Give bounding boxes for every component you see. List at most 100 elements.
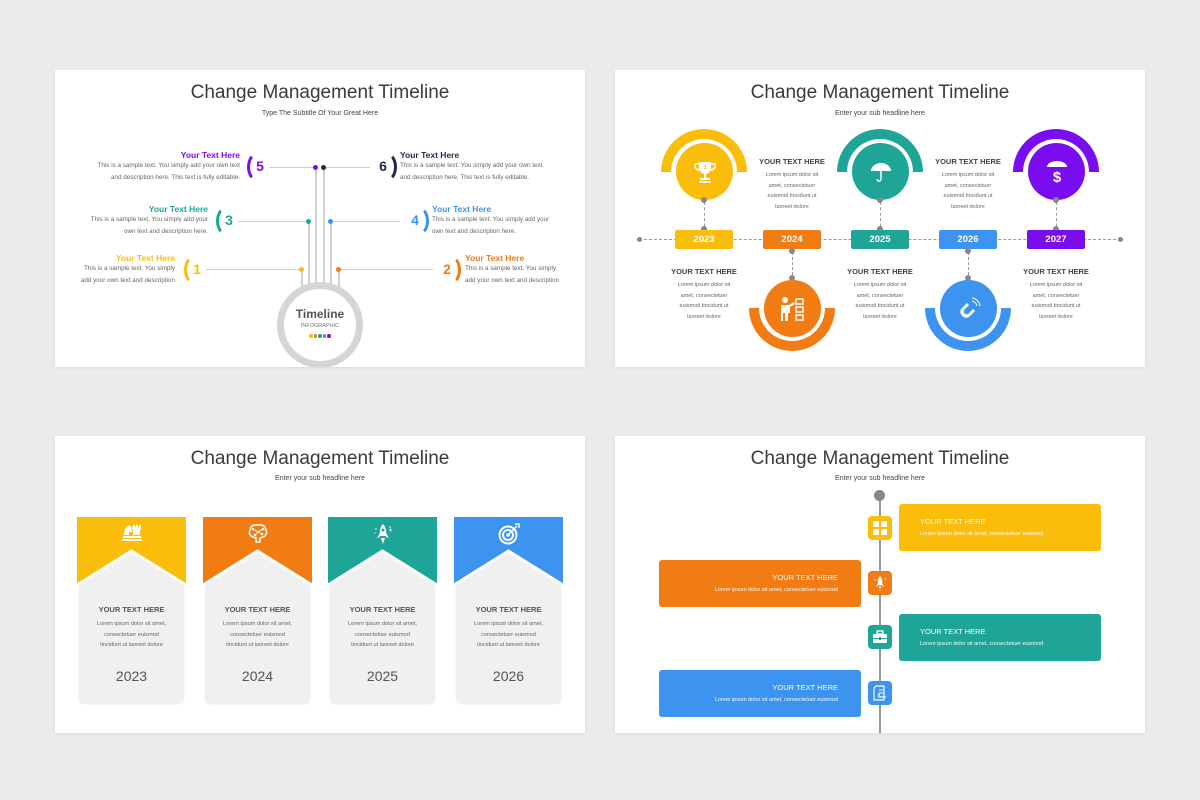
desc-line: euismod tincidunt ut <box>767 193 817 199</box>
axis-start-dot <box>874 490 885 501</box>
timeline-step-1[interactable]: YOUR TEXT HERE Lorem ipsum dolor sit ame… <box>899 504 1101 551</box>
connector-line <box>330 221 400 222</box>
desc-line: amet, consectetuer <box>1032 292 1080 299</box>
slide-title: Change Management Timeline <box>750 448 1010 469</box>
slide-3-card-timeline[interactable]: Change Management Timeline Enter your su… <box>55 436 585 733</box>
vertical-axis <box>879 496 881 733</box>
connector-dash <box>792 252 793 280</box>
timeline-step-4[interactable]: YOUR TEXT HERE Lorem ipsum dolor sit ame… <box>659 670 861 717</box>
card-desc: Lorem ipsum dolor sit amet, consectetuer… <box>83 619 180 651</box>
card-shape <box>77 517 186 706</box>
bracket-2 <box>439 255 461 285</box>
card-heading: YOUR TEXT HERE <box>475 605 542 614</box>
desc-line: consectetuer euismod <box>230 631 285 638</box>
bracket-4 <box>407 206 429 236</box>
connector-dash <box>704 202 705 232</box>
desc-line: consectetuer euismod <box>355 631 410 638</box>
axis-end-dot <box>1118 237 1123 242</box>
year-card-2025[interactable]: YOUR TEXT HERE Lorem ipsum dolor sit ame… <box>328 517 437 706</box>
connector-dot <box>1053 197 1059 203</box>
milestone-heading: YOUR TEXT HERE <box>847 267 913 276</box>
year-badge-2026[interactable]: 2026 <box>939 230 997 249</box>
step-heading: YOUR TEXT HERE <box>920 517 986 526</box>
year-badge-2027[interactable]: 2027 <box>1027 230 1085 249</box>
slide-2-milestone-timeline[interactable]: Change Management Timeline Enter your su… <box>615 70 1145 367</box>
umbrella-icon <box>870 162 891 182</box>
item-heading: Your Text Here <box>400 150 460 160</box>
connector-line <box>206 269 302 270</box>
chess-icon <box>77 523 186 546</box>
timeline-step-3[interactable]: YOUR TEXT HERE Lorem ipsum dolor sit ame… <box>899 614 1101 661</box>
milestone-circle-2025 <box>852 143 909 200</box>
color-dots <box>284 334 356 338</box>
item-desc-line: This is a sample text. You simply <box>465 265 556 272</box>
connector-dot <box>877 197 883 203</box>
connector-dot <box>789 275 795 281</box>
card-desc: Lorem ipsum dolor sit amet, consectetuer… <box>460 619 557 651</box>
umbrella-dollar-icon: $ <box>1046 160 1067 185</box>
slide-1-radial-timeline[interactable]: Change Management Timeline Type The Subt… <box>55 70 585 367</box>
desc-line: tincidunt ut laoreet dolore <box>477 642 540 648</box>
step-desc: Lorem ipsum dolor sit amet, consectetuer… <box>714 587 838 593</box>
slide-4-vertical-timeline[interactable]: Change Management Timeline Enter your su… <box>615 436 1145 733</box>
connector-dot <box>789 248 795 254</box>
svg-text:1: 1 <box>703 165 707 171</box>
node-dot-2 <box>336 267 341 272</box>
desc-line: Lorem ipsum dolor sit <box>765 172 819 178</box>
connector-line <box>269 167 316 168</box>
rocket-icon <box>328 523 437 550</box>
desc-line: Lorem ipsum dolor sit amet, <box>473 621 543 627</box>
desc-line: laoreet dolore <box>863 313 897 320</box>
connector-dot <box>701 226 707 232</box>
card-heading: YOUR TEXT HERE <box>98 605 165 614</box>
timeline-item-4[interactable]: Your Text Here This is a sample text. Yo… <box>432 204 582 238</box>
slide-subtitle: Enter your sub headline here <box>835 110 925 117</box>
card-shape <box>454 517 563 706</box>
milestone-circle-2024 <box>764 280 821 337</box>
connector-dot <box>1053 226 1059 232</box>
rocket-icon <box>868 571 892 595</box>
connector-dash <box>968 252 969 280</box>
desc-line: tincidunt ut laoreet dolore <box>351 642 414 648</box>
year-card-2026[interactable]: YOUR TEXT HERE Lorem ipsum dolor sit ame… <box>454 517 563 706</box>
year-card-2024[interactable]: YOUR TEXT HERE Lorem ipsum dolor sit ame… <box>203 517 312 706</box>
connector-dot <box>877 226 883 232</box>
slide-subtitle: Enter your sub headline here <box>275 475 365 482</box>
timeline-item-2[interactable]: Your Text Here This is a sample text. Yo… <box>465 253 585 287</box>
milestone-heading: YOUR TEXT HERE <box>671 267 737 276</box>
bracket-3 <box>216 206 238 236</box>
item-heading: Your Text Here <box>465 253 525 263</box>
svg-text:$: $ <box>878 694 881 700</box>
timeline-item-6[interactable]: Your Text Here This is a sample text. Yo… <box>400 150 585 184</box>
year-badge-2024[interactable]: 2024 <box>763 230 821 249</box>
desc-line: amet, consectetuer <box>944 182 992 189</box>
desc-line: Lorem ipsum dolor sit <box>1029 282 1083 288</box>
item-number: 2 <box>443 261 451 277</box>
desc-line: Lorem ipsum dolor sit <box>677 282 731 288</box>
step-heading: YOUR TEXT HERE <box>772 683 838 692</box>
year-badge-2023[interactable]: 2023 <box>675 230 733 249</box>
desc-line: tincidunt ut laoreet dolore <box>226 642 289 648</box>
year-card-2023[interactable]: YOUR TEXT HERE Lorem ipsum dolor sit ame… <box>77 517 186 706</box>
node-dot-3 <box>306 219 311 224</box>
ring-title: Timeline <box>295 307 345 321</box>
node-dot-6 <box>321 165 326 170</box>
milestone-text-2024: YOUR TEXT HERE Lorem ipsum dolor sit ame… <box>754 157 830 212</box>
item-desc-line: add your own text and description <box>80 277 175 284</box>
timeline-item-1[interactable]: Your Text Here This is a sample text. Yo… <box>55 253 175 287</box>
milestone-heading: YOUR TEXT HERE <box>1023 267 1089 276</box>
timeline-step-2[interactable]: YOUR TEXT HERE Lorem ipsum dolor sit ame… <box>659 560 861 607</box>
timeline-item-5[interactable]: Your Text Here This is a sample text. Yo… <box>55 150 240 184</box>
connector-line <box>338 269 433 270</box>
timeline-item-3[interactable]: Your Text Here This is a sample text. Yo… <box>55 204 208 238</box>
desc-line: tincidunt ut laoreet dolore <box>100 642 163 648</box>
item-heading: Your Text Here <box>432 204 492 214</box>
connector-line <box>323 167 370 168</box>
bracket-1 <box>184 255 206 285</box>
item-heading: Your Text Here <box>115 253 175 263</box>
item-desc-line: add your own text and description <box>465 277 560 284</box>
card-year: 2026 <box>492 668 525 684</box>
year-badge-2025[interactable]: 2025 <box>851 230 909 249</box>
step-desc: Lorem ipsum dolor sit amet, consectetuer… <box>714 697 838 703</box>
item-desc-line: and description here. This text is fully… <box>110 174 240 181</box>
